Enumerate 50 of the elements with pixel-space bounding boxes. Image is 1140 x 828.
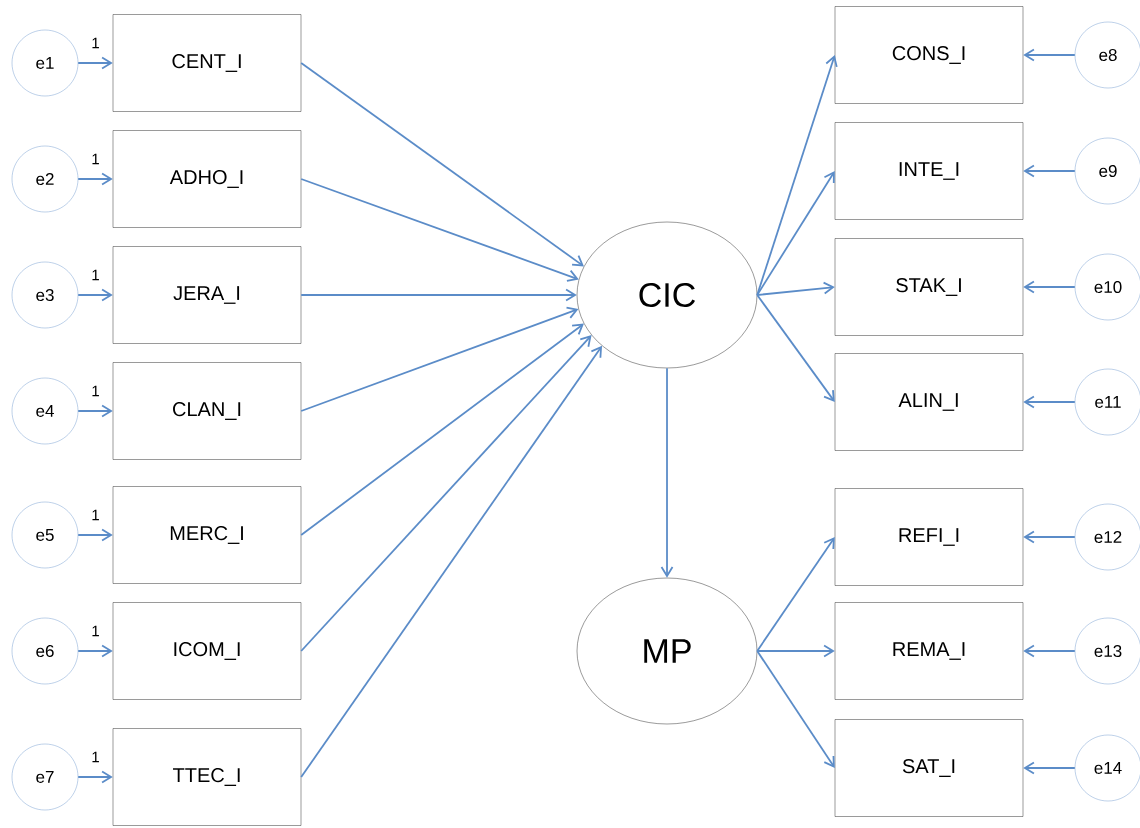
arrow: [756, 650, 835, 768]
arrow: [756, 281, 835, 296]
variable-box: REMA_I: [834, 602, 1024, 700]
arrow: [756, 537, 835, 652]
variable-box: ALIN_I: [834, 353, 1024, 451]
arrow: [77, 172, 113, 186]
arrow: [756, 644, 835, 658]
variable-box: SAT_I: [834, 719, 1024, 817]
arrow: [1023, 644, 1076, 658]
arrow: [1023, 395, 1076, 409]
variable-box: CONS_I: [834, 6, 1024, 104]
variable-box: INTE_I: [834, 122, 1024, 220]
variable-box: MERC_I: [112, 486, 302, 584]
variable-box: TTEC_I: [112, 728, 302, 826]
edge-label: 1: [90, 624, 101, 638]
arrow: [300, 62, 584, 267]
edge-label: 1: [90, 36, 101, 50]
variable-box: CLAN_I: [112, 362, 302, 460]
arrow: [756, 171, 835, 296]
variable-box: REFI_I: [834, 488, 1024, 586]
arrow: [1023, 164, 1076, 178]
arrow: [756, 55, 838, 296]
arrow: [300, 178, 579, 282]
arrow: [1023, 280, 1076, 294]
variable-box: JERA_I: [112, 246, 302, 344]
arrow: [77, 770, 113, 784]
arrow: [1023, 530, 1076, 544]
variable-box: CENT_I: [112, 14, 302, 112]
arrow: [1023, 761, 1076, 775]
arrow: [660, 367, 674, 578]
arrow: [300, 335, 592, 652]
arrow: [77, 288, 113, 302]
arrow: [77, 644, 113, 658]
edge-label: 1: [90, 750, 101, 764]
edge-label: 1: [90, 508, 101, 522]
edge-label: 1: [90, 268, 101, 282]
arrow: [300, 306, 579, 412]
variable-box: STAK_I: [834, 238, 1024, 336]
arrow: [300, 323, 584, 536]
arrow: [756, 294, 835, 402]
arrow: [77, 404, 113, 418]
arrow: [300, 345, 603, 778]
edge-label: 1: [90, 384, 101, 398]
arrow: [77, 56, 113, 70]
arrow: [1023, 48, 1076, 62]
edge-label: 1: [90, 152, 101, 166]
arrow: [300, 288, 577, 302]
variable-box: ADHO_I: [112, 130, 302, 228]
variable-box: ICOM_I: [112, 602, 302, 700]
arrow: [77, 528, 113, 542]
